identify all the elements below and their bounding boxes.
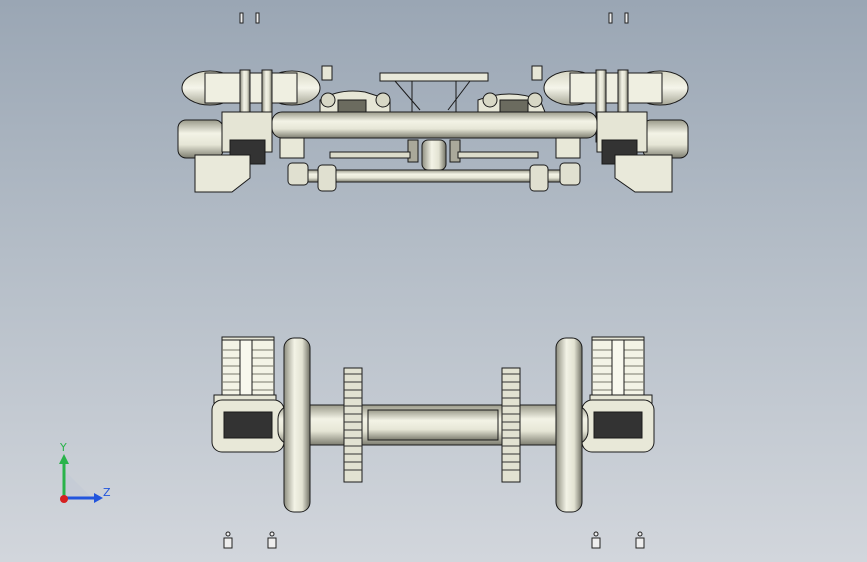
z-axis-label: Z xyxy=(103,486,111,499)
axis-triad xyxy=(59,454,103,503)
bogie-top-view[interactable] xyxy=(177,65,689,193)
y-axis-label: Y xyxy=(60,441,67,454)
y-axis-arrow xyxy=(59,454,69,464)
z-axis-arrow xyxy=(94,493,103,503)
top-markers xyxy=(239,12,629,24)
wheelset-front-view[interactable] xyxy=(211,336,655,513)
coil-spring-right xyxy=(589,336,653,404)
triad-plane xyxy=(64,470,92,498)
bottom-markers xyxy=(223,531,645,549)
coil-spring-left xyxy=(213,336,277,404)
x-axis-dot xyxy=(60,495,68,503)
